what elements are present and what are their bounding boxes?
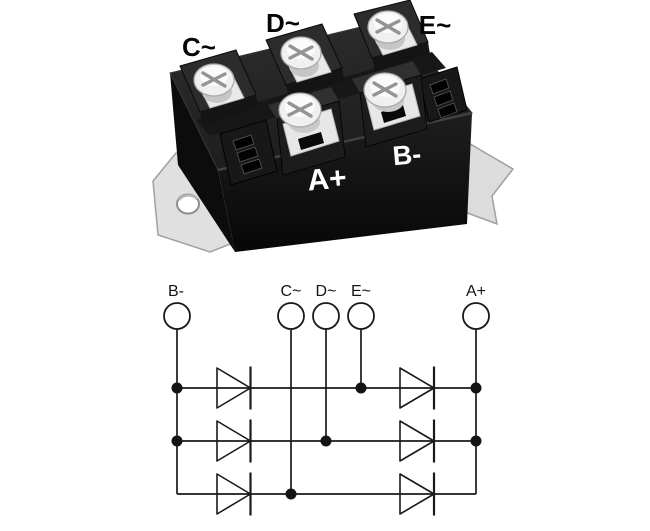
diode-row2-right [399, 419, 436, 463]
cable-slot [381, 105, 406, 123]
terminal-block-c [179, 49, 258, 125]
diode-row1-right [399, 366, 436, 410]
junction-dot [285, 488, 297, 500]
junction-dot [470, 382, 482, 394]
schematic-label-c: C~ [281, 283, 302, 300]
phillips-screw-icon [201, 71, 227, 88]
junction-dot [171, 435, 183, 447]
left-vent-block [219, 119, 278, 186]
terminal-block-b [352, 61, 428, 148]
vent-slot [429, 78, 450, 95]
diode-row3-left [216, 472, 252, 516]
schematic-label-d: D~ [316, 283, 337, 300]
diode-row3-right [399, 472, 436, 516]
module-photo: C~ D~ E~ A+ B- [152, 0, 515, 253]
terminal-block-e [353, 0, 430, 71]
right-vent-block [418, 66, 468, 123]
vent-slot [433, 90, 454, 107]
cable-slot [298, 132, 324, 150]
junction-dot [320, 435, 332, 447]
schematic-label-b-minus: B- [168, 283, 184, 300]
diode-row1-left [216, 366, 252, 410]
junction-dot [470, 435, 482, 447]
phillips-screw-icon [372, 81, 398, 98]
terminal-block-a [268, 87, 346, 176]
vent-slot [240, 158, 263, 175]
terminal-circle-d [312, 302, 340, 330]
schematic-label-e: E~ [351, 283, 371, 300]
junction-dot [171, 382, 183, 394]
module-label-b: B- [391, 139, 422, 171]
body-left-face [170, 73, 235, 252]
vent-slot [437, 102, 458, 119]
terminal-circle-c [277, 302, 305, 330]
phillips-screw-icon [287, 101, 313, 118]
circuit-schematic: B- C~ D~ E~ A+ [163, 283, 490, 516]
diode-row2-left [216, 419, 252, 463]
module-label-c: C~ [182, 32, 216, 62]
terminal-circle-a-plus [462, 302, 490, 330]
phillips-screw-icon [288, 44, 314, 61]
terminal-circle-b-minus [163, 302, 191, 330]
schematic-label-a-plus: A+ [466, 283, 486, 300]
phillips-screw-icon [375, 18, 401, 35]
body-front-face [218, 113, 472, 252]
module-label-d: D~ [266, 8, 300, 38]
terminal-block-d [265, 23, 344, 98]
module-label-a: A+ [306, 161, 348, 197]
module-label-e: E~ [419, 10, 452, 40]
vent-slot [232, 134, 255, 151]
junction-dot [355, 382, 367, 394]
terminal-circle-e [347, 302, 375, 330]
vent-slot [236, 146, 259, 163]
